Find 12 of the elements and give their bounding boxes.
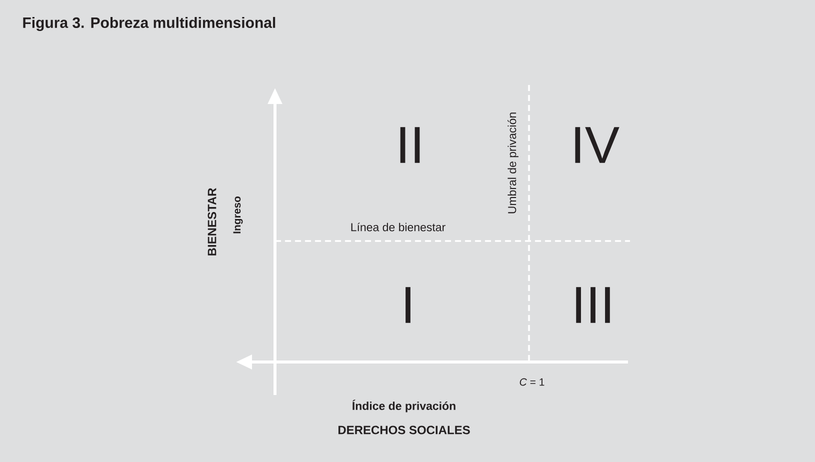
quadrant-numeral: IV: [575, 127, 620, 163]
axis-label: Línea de bienestar: [351, 222, 446, 232]
quadrant-numeral: II: [400, 127, 420, 163]
quadrant-numeral: I: [406, 287, 410, 323]
threshold-label: C = 1: [520, 378, 544, 386]
axis-title: BIENESTAR: [208, 188, 216, 256]
axis-label: Umbral de privación: [508, 112, 518, 214]
quadrant-numeral: III: [576, 287, 610, 323]
axis-title: DERECHOS SOCIALES: [338, 426, 470, 434]
axis-label: Ingreso: [233, 196, 243, 234]
figure-title: Figura 3. Pobreza multidimensional: [23, 16, 276, 32]
axis-label: Índice de privación: [352, 400, 456, 412]
